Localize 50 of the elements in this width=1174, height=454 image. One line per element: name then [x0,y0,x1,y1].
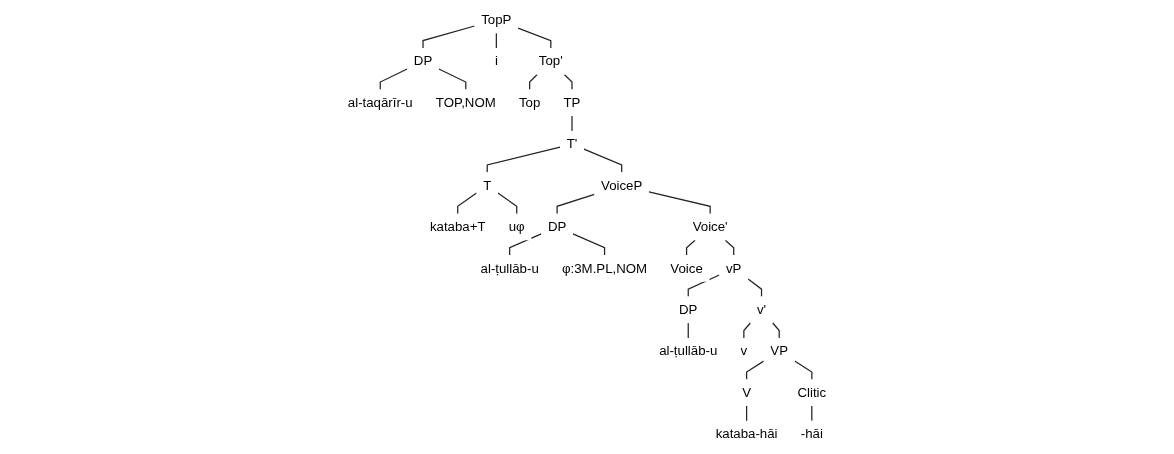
connector [743,322,751,339]
node-text: v [740,343,748,358]
connector [794,360,813,381]
node-text: kataba-hāi [715,426,778,441]
connector [486,146,561,173]
connector [497,192,518,215]
node-text: φ:3M.PL,NOM [561,260,648,276]
connector [747,278,763,298]
connector [648,191,711,215]
node-text: TopP [481,12,512,27]
node-text: DP [547,219,567,234]
node-text: v' [756,302,767,317]
connector [583,148,623,173]
connector [509,233,542,256]
connector [724,239,735,256]
node-text: T' [566,136,578,151]
connector [379,68,408,91]
node-text: al-ṭullāb-u [659,343,718,358]
node-text: i [494,53,498,68]
connector [529,73,538,91]
connector [687,274,720,298]
connector [422,25,476,49]
node-text: TP [563,95,581,110]
connector [746,360,765,381]
node-text: VP [770,343,789,358]
node-text: Voice' [692,219,728,234]
connector [517,27,552,49]
connector [457,192,478,215]
node-text: al-taqārīr-u [347,95,413,110]
node-text: VoiceP [601,178,643,193]
node-text: -hāi [800,426,823,441]
connector [772,322,780,339]
node-text: DP [679,302,698,317]
node-text: DP [413,53,433,68]
node-text: T [483,178,492,193]
connector [563,73,573,91]
node-text: al-ṭullāb-u [480,260,539,276]
node-text: kataba+T [429,219,486,234]
connector [685,239,696,256]
node-text: Top' [538,53,563,68]
node-text: V [742,385,752,400]
node-text: TOP,NOM [435,95,496,110]
connector [556,193,596,215]
node-text: Clitic [797,385,827,400]
node-text: vP [725,260,742,276]
connector [438,68,467,91]
connector [571,115,573,132]
node-text: Voice [670,260,703,276]
node-text: Top [518,95,541,110]
connector [572,233,606,256]
